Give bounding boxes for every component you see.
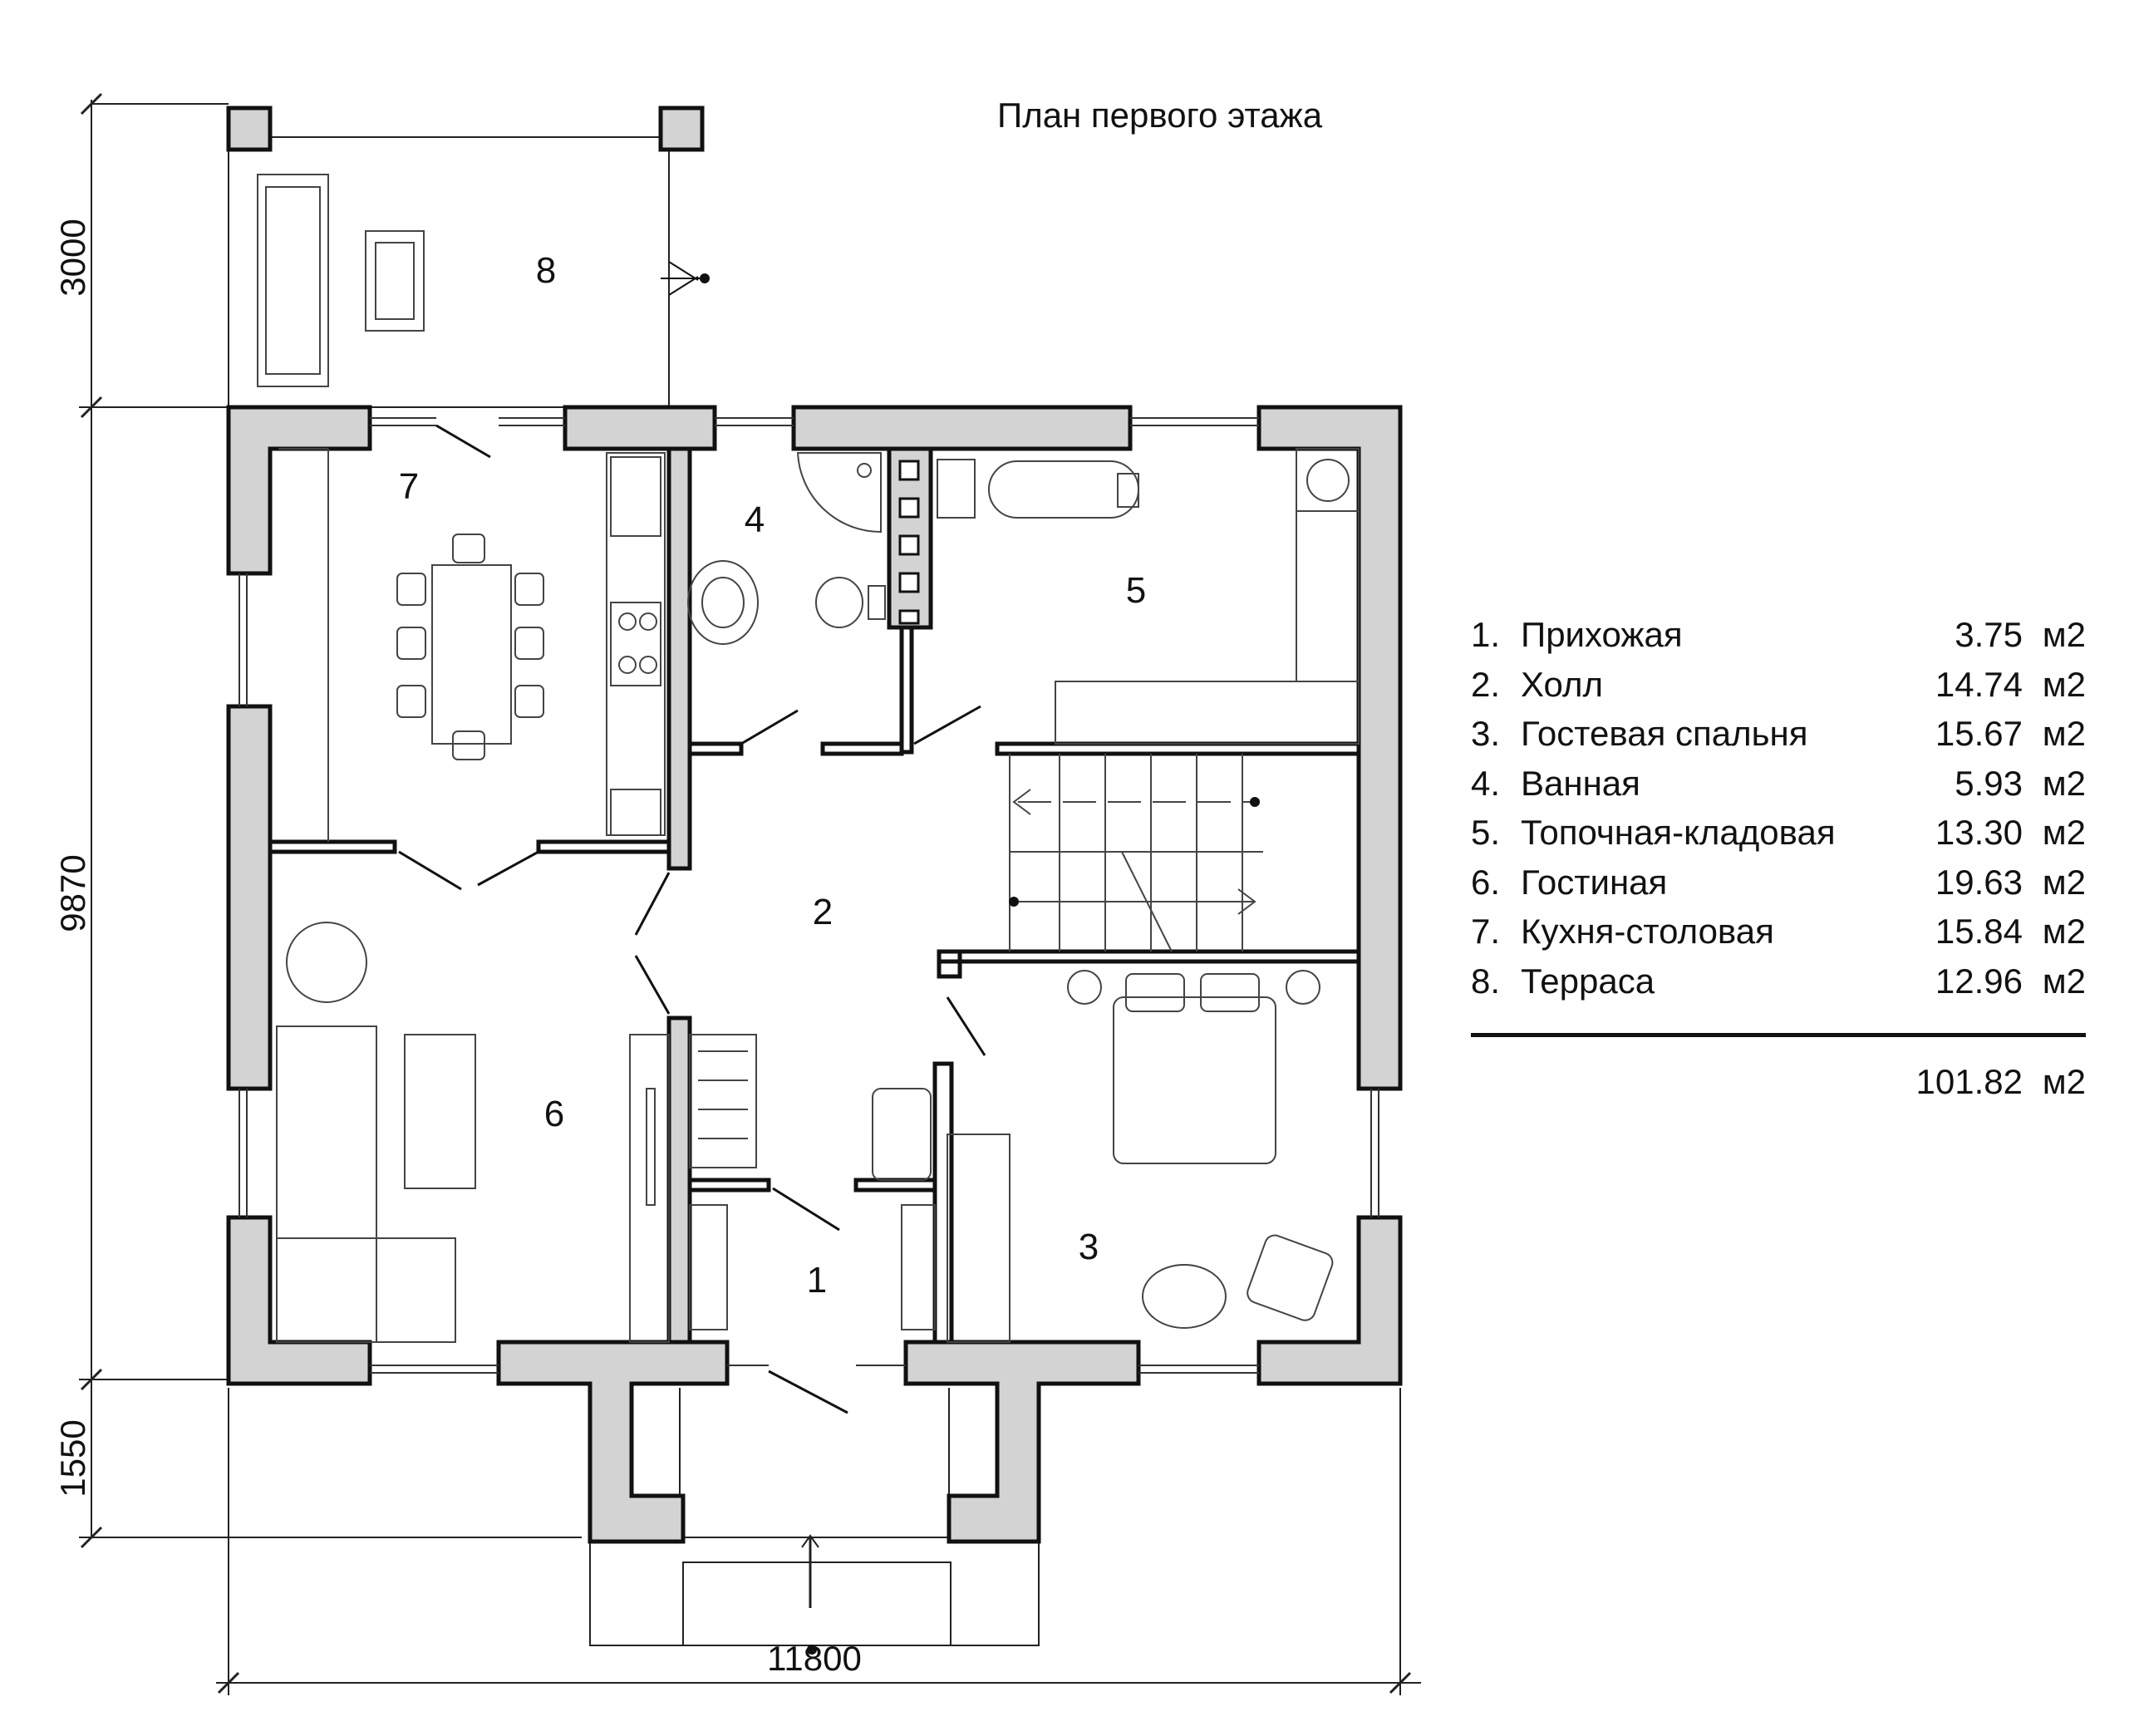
legend-area: 12.96 — [1935, 961, 2023, 1001]
room-label-2: 2 — [813, 892, 833, 932]
legend-area: 15.84 — [1935, 912, 2023, 951]
legend-num: 2. — [1471, 664, 1501, 704]
legend-num: 1. — [1471, 615, 1501, 654]
legend-unit: м2 — [2042, 615, 2086, 654]
legend-area: 13.30 — [1935, 813, 2023, 852]
legend-total: 101.82 м2 — [1471, 1062, 2086, 1104]
room-label-1: 1 — [807, 1260, 827, 1301]
room-legend: 1. Прихожая 3.75 м2 2. Холл 14.74 м2 3. … — [1471, 615, 2086, 1101]
room-label-6: 6 — [544, 1094, 564, 1134]
legend-name: Гостиная — [1521, 862, 1668, 902]
legend-divider — [1471, 1033, 2086, 1037]
room-label-4: 4 — [745, 499, 765, 540]
legend-area: 19.63 — [1935, 862, 2023, 902]
legend-row: 5. Топочная-кладовая 13.30 м2 — [1471, 813, 2086, 863]
dim-house: 9870 — [53, 854, 92, 932]
legend-name: Кухня-столовая — [1521, 912, 1774, 951]
legend-row: 6. Гостиная 19.63 м2 — [1471, 863, 2086, 912]
dim-porch: 1550 — [53, 1419, 92, 1497]
legend-num: 4. — [1471, 763, 1501, 803]
legend-name: Прихожая — [1521, 615, 1683, 654]
legend-num: 5. — [1471, 813, 1501, 852]
legend-num: 7. — [1471, 912, 1501, 951]
legend-unit: м2 — [2042, 912, 2086, 951]
room-label-3: 3 — [1079, 1227, 1099, 1267]
room-label-5: 5 — [1126, 570, 1146, 611]
legend-unit: м2 — [2042, 714, 2086, 753]
legend-row: 2. Холл 14.74 м2 — [1471, 665, 2086, 715]
legend-row: 4. Ванная 5.93 м2 — [1471, 764, 2086, 814]
legend-unit: м2 — [2042, 862, 2086, 902]
dim-width: 11800 — [767, 1639, 862, 1678]
legend-unit: м2 — [2042, 813, 2086, 852]
room-label-7: 7 — [399, 466, 419, 507]
dim-terrace: 3000 — [53, 219, 92, 296]
legend-row: 8. Терраса 12.96 м2 — [1471, 961, 2086, 1011]
legend-name: Терраса — [1521, 961, 1655, 1001]
legend-unit: м2 — [2042, 961, 2086, 1001]
legend-area: 15.67 — [1935, 714, 2023, 753]
legend-num: 8. — [1471, 961, 1501, 1001]
legend-name: Гостевая спальня — [1521, 714, 1808, 753]
legend-row: 7. Кухня-столовая 15.84 м2 — [1471, 912, 2086, 961]
legend-area: 14.74 — [1935, 664, 2023, 704]
legend-name: Топочная-кладовая — [1521, 813, 1836, 852]
legend-row: 3. Гостевая спальня 15.67 м2 — [1471, 714, 2086, 764]
legend-num: 6. — [1471, 862, 1501, 902]
legend-num: 3. — [1471, 714, 1501, 753]
legend-unit: м2 — [2042, 763, 2086, 803]
total-area: 101.82 — [1915, 1062, 2023, 1101]
total-unit: м2 — [2042, 1062, 2086, 1101]
legend-name: Холл — [1521, 664, 1603, 704]
legend-row: 1. Прихожая 3.75 м2 — [1471, 615, 2086, 665]
room-label-8: 8 — [536, 250, 556, 291]
plan-title: План первого этажа — [997, 96, 1323, 135]
legend-name: Ванная — [1521, 763, 1640, 803]
legend-area: 3.75 — [1955, 615, 2023, 654]
legend-area: 5.93 — [1955, 763, 2023, 803]
legend-unit: м2 — [2042, 664, 2086, 704]
